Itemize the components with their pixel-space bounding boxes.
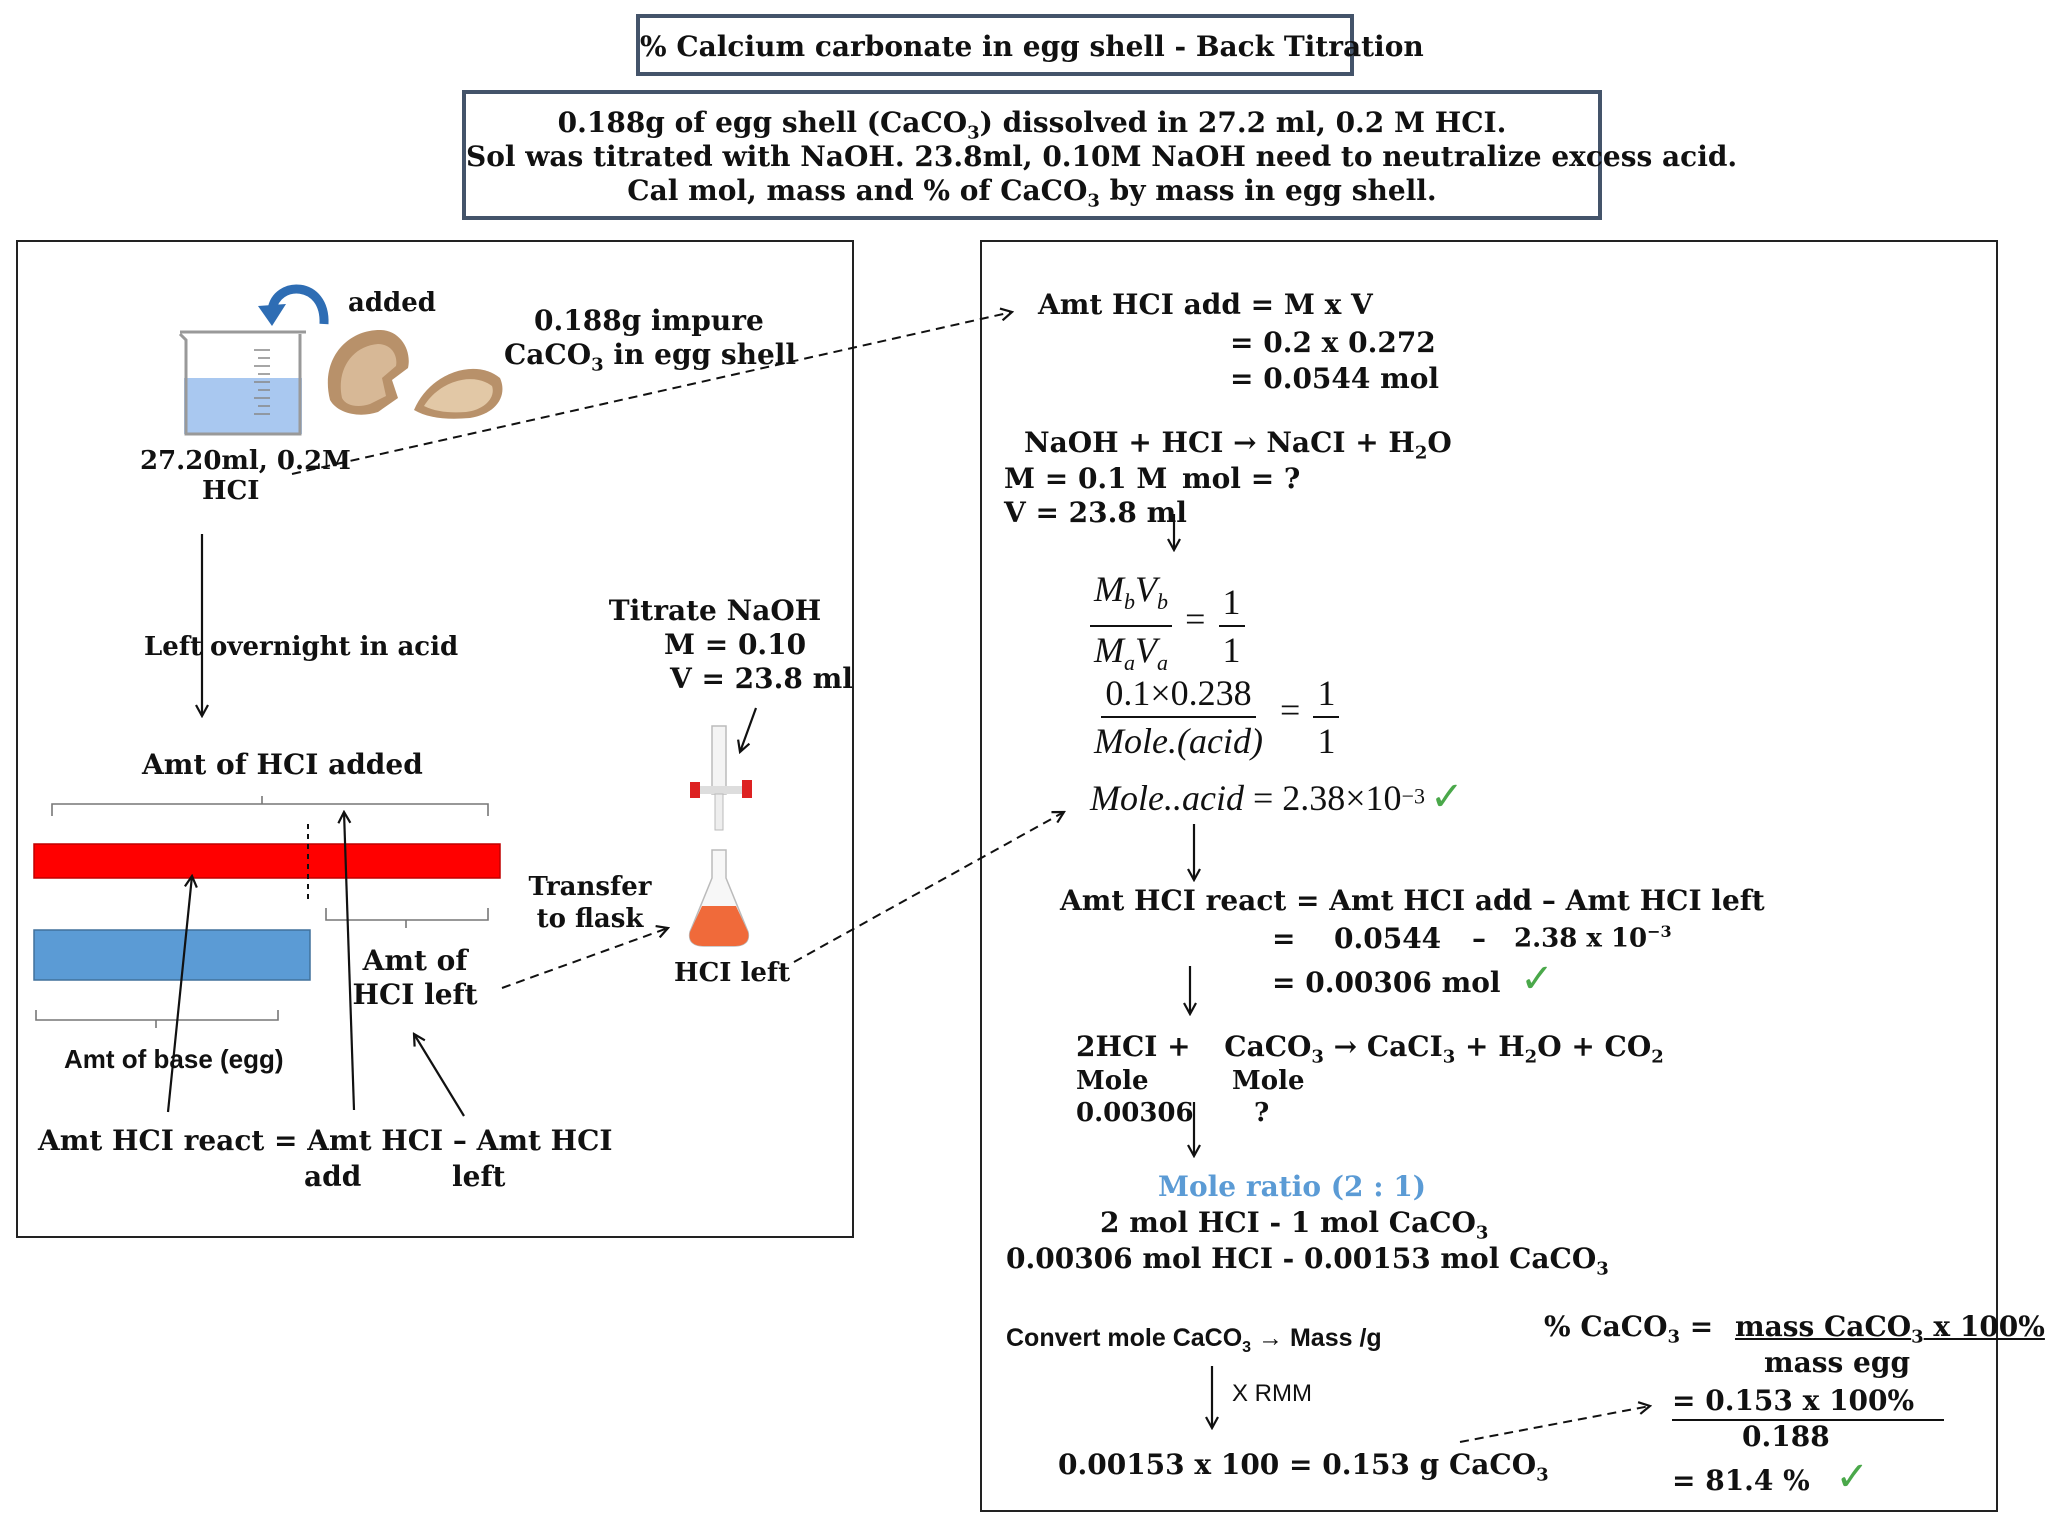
title-box: % Calcium carbonate in egg shell - Back … <box>636 14 1424 76</box>
label-hcl-left-flask: HCI left <box>674 958 791 988</box>
percent-final: = 81.4 % ✓ <box>1672 1454 1870 1500</box>
check-icon: ✓ <box>1430 774 1464 820</box>
left-equation-left: left <box>452 1160 506 1193</box>
mole-label-caco3: Mole <box>1232 1066 1305 1096</box>
x-rmm-label: X RMM <box>1232 1380 1312 1407</box>
egg-shell-icon <box>327 330 503 419</box>
check-icon: ✓ <box>1520 956 1554 1002</box>
percent-substituted-denominator: 0.188 <box>1742 1420 1830 1453</box>
problem-line-2: Sol was titrated with NaOH. 23.8ml, 0.10… <box>466 140 1738 173</box>
beaker-liquid <box>184 378 302 434</box>
mole-value-caco3: ? <box>1254 1098 1270 1128</box>
label-impure-2: CaCO3 in egg shell <box>504 338 797 376</box>
mole-ratio-2: 0.00306 mol HCI - 0.00153 mol CaCO3 <box>1006 1242 1609 1280</box>
mole-ratio-title: Mole ratio (2 : 1) <box>1158 1170 1427 1203</box>
left-equation-add: add <box>304 1160 362 1193</box>
label-overnight: overnight in acid <box>210 632 459 662</box>
dashed-arrow-2 <box>501 928 668 989</box>
naoh-m: M = 0.1 M <box>1004 462 1168 495</box>
bracket-top <box>51 803 489 816</box>
bracket-base <box>35 1010 279 1021</box>
label-impure-1: 0.188g impure <box>534 304 764 337</box>
label-beaker-1: 27.20ml, 0.2M <box>140 446 351 476</box>
react-line-2-exp: 2.38 x 10−3 <box>1514 922 1672 954</box>
acid-bar <box>33 843 501 879</box>
dashed-arrow-3 <box>793 812 1064 963</box>
bracket-hcl-left <box>325 908 489 921</box>
step1-c: = 0.0544 mol <box>1230 362 1440 395</box>
naoh-v: V = 23.8 ml <box>1004 496 1187 529</box>
beaker-icon <box>178 330 306 436</box>
label-titrate: Titrate NaOH <box>608 594 822 627</box>
problem-box: 0.188g of egg shell (CaCO3) dissolved in… <box>462 90 1738 220</box>
problem-line-3: Cal mol, mass and % of CaCO3 by mass in … <box>627 174 1437 212</box>
dashed-arrow-4 <box>1459 1406 1650 1443</box>
react-line-1: Amt HCI react = Amt HCI add – Amt HCI le… <box>1060 884 1765 917</box>
label-amt-base: Amt of base (egg) <box>64 1044 284 1074</box>
react-line-2-val: 0.0544 <box>1334 922 1442 955</box>
label-titrate-m: M = 0.10 <box>664 628 807 661</box>
reaction-2: 2HCI + CaCO3 → CaCI3 + H2O + CO2 <box>1076 1030 1664 1068</box>
label-amt-hcl-added: Amt of HCI added <box>142 748 423 781</box>
label-left: Left <box>144 632 203 662</box>
curved-arrow-icon <box>258 284 329 326</box>
arrow-to-left <box>414 1034 465 1117</box>
convert-label: Convert mole CaCO3 → Mass /g <box>1006 1324 1382 1356</box>
page-title: % Calcium carbonate in egg shell - Back … <box>640 30 1424 63</box>
problem-line-1: 0.188g of egg shell (CaCO3) dissolved in… <box>557 106 1507 144</box>
arrow-to-acid <box>166 876 192 1113</box>
arrow-to-added <box>344 812 356 1111</box>
left-panel <box>16 240 854 1238</box>
dashed-arrow-1 <box>291 312 1012 475</box>
check-icon: ✓ <box>1835 1454 1870 1500</box>
mass-result: 0.00153 x 100 = 0.153 g CaCO3 <box>1058 1448 1549 1486</box>
label-beaker-2: HCI <box>202 476 260 506</box>
label-amt-of-2: HCI left <box>352 978 478 1011</box>
step1-b: = 0.2 x 0.272 <box>1230 326 1436 359</box>
hcl-mol: mol = ? <box>1182 462 1301 495</box>
mole-ratio-1: 2 mol HCI - 1 mol CaCO3 <box>1100 1206 1489 1244</box>
arrow-to-burette <box>740 707 758 752</box>
percent-formula: % CaCO3 = mass CaCO3 x 100% <box>1544 1310 2045 1348</box>
right-panel <box>980 240 1998 1512</box>
mole-value-hcl: 0.00306 <box>1076 1098 1194 1128</box>
left-equation: Amt HCI react = Amt HCI – Amt HCI <box>38 1124 613 1157</box>
react-line-3: = 0.00306 mol ✓ <box>1272 956 1554 1002</box>
percent-substituted: = 0.153 x 100% <box>1672 1384 1945 1421</box>
react-line-2-eq: = <box>1272 922 1296 955</box>
label-added: added <box>348 288 436 318</box>
reaction-1: NaOH + HCI → NaCI + H2O <box>1024 426 1452 464</box>
percent-denominator: mass egg <box>1764 1346 1911 1379</box>
label-amt-of-1: Amt of <box>362 944 468 977</box>
base-bar <box>33 929 311 981</box>
label-titrate-v: V = 23.8 ml <box>670 662 853 695</box>
react-line-2-minus: – <box>1472 922 1486 955</box>
mole-acid-result: Mole..acid = 2.38×10−3 ✓ <box>1090 774 1464 820</box>
label-transfer-2: to flask <box>536 904 644 934</box>
burette-flask-icon <box>688 725 752 947</box>
mole-label-hcl: Mole <box>1076 1066 1149 1096</box>
step1-a: Amt HCI add = M x V <box>1038 288 1373 321</box>
label-transfer-1: Transfer <box>528 872 652 902</box>
